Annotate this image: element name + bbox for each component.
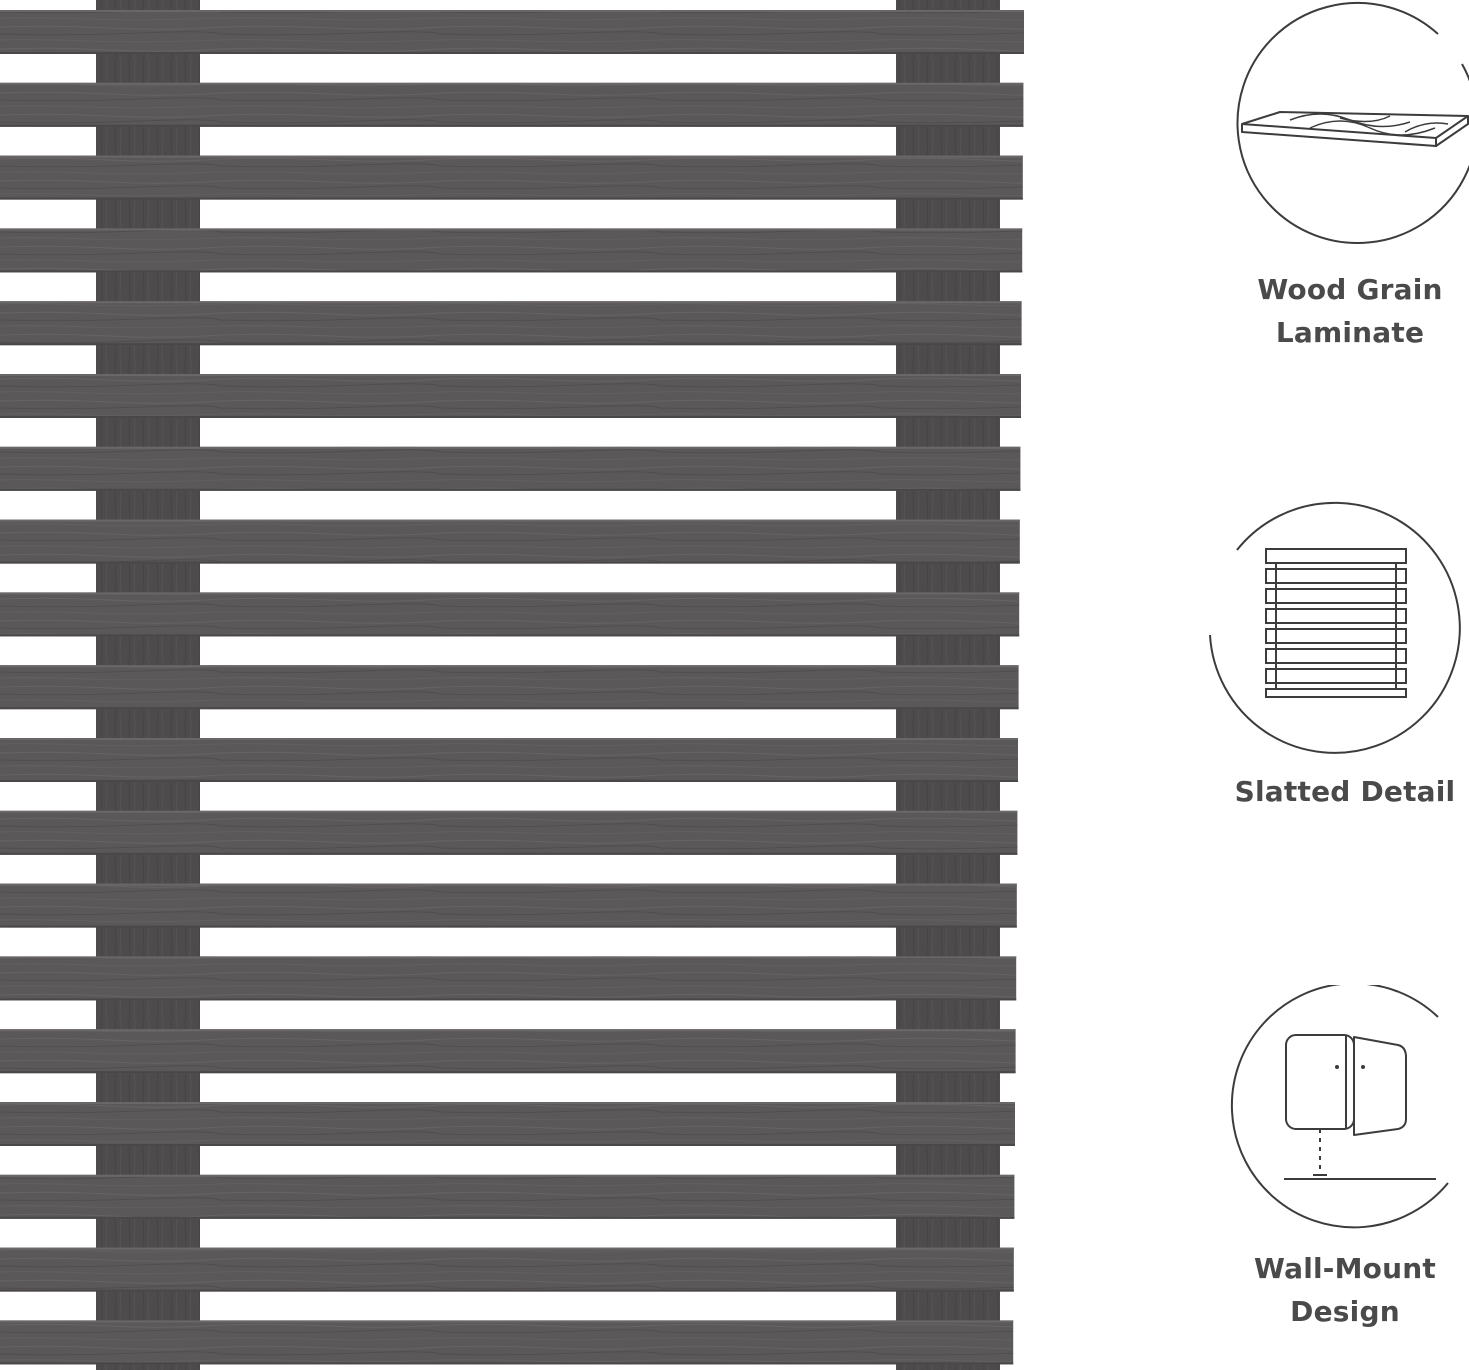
feature-wood-grain: Wood Grain Laminate bbox=[1200, 0, 1469, 360]
wood-grain-laminate-icon bbox=[1236, 2, 1469, 244]
feature-label-line: Slatted Detail bbox=[1234, 775, 1456, 808]
feature-label-line: Laminate bbox=[1275, 316, 1425, 349]
feature-label-line: Design bbox=[1290, 1295, 1400, 1328]
feature-label-line: Wood Grain bbox=[1257, 273, 1443, 306]
wall-mount-icon bbox=[1230, 985, 1449, 1229]
feature-wall-mount: Wall-Mount Design bbox=[1200, 985, 1469, 1345]
feature-slatted-detail: Slatted Detail bbox=[1200, 495, 1469, 825]
feature-label-line: Wall-Mount bbox=[1254, 1252, 1436, 1285]
slatted-detail-icon bbox=[1209, 501, 1461, 754]
